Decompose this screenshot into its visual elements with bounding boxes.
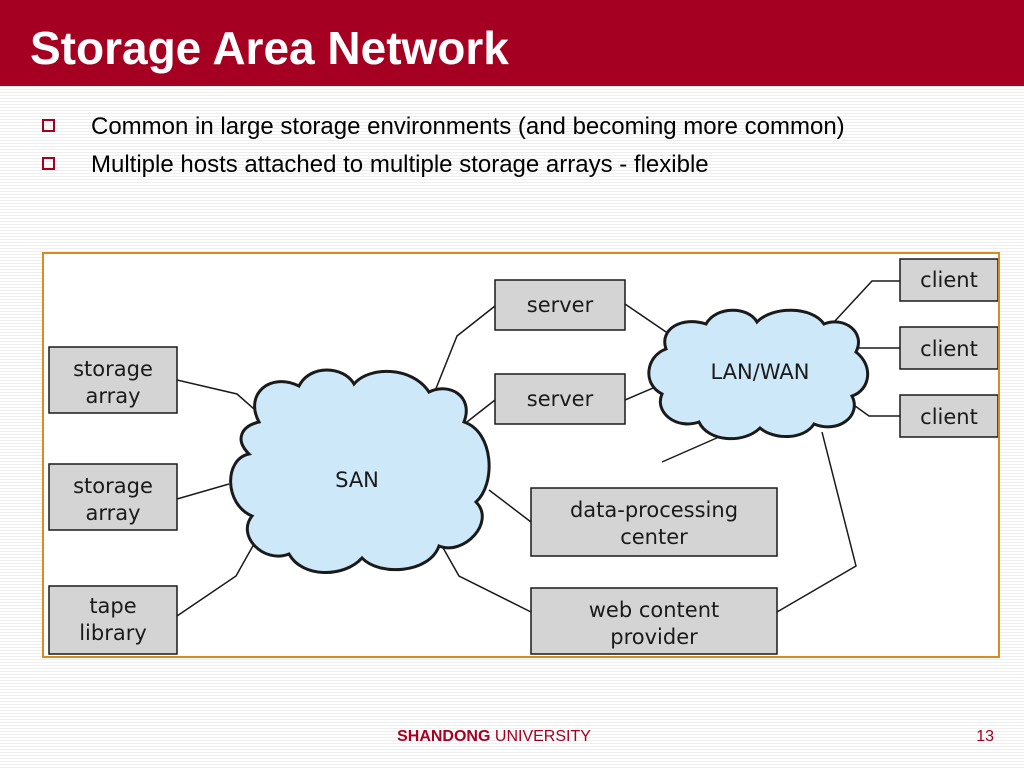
square-bullet-icon xyxy=(42,119,55,132)
link-lan-client-1 xyxy=(833,280,900,323)
client-node: client xyxy=(899,326,998,370)
server-box xyxy=(494,279,626,331)
server-node: server xyxy=(494,373,626,425)
client-node: client xyxy=(899,258,998,302)
link-storage-2-san xyxy=(176,483,230,500)
node-label-line: client xyxy=(920,337,978,361)
node-label-line: server xyxy=(527,387,594,411)
bullet-text: Multiple hosts attached to multiple stor… xyxy=(91,151,709,178)
web-content-provider-box xyxy=(530,587,778,655)
node-label-line: library xyxy=(79,621,147,645)
client-box xyxy=(899,326,998,370)
lan-wan-label: LAN/WAN xyxy=(710,360,809,384)
node-label-line: array xyxy=(85,384,140,408)
network-diagram-canvas: SAN LAN/WAN storage array storage array … xyxy=(48,258,998,655)
link-tape-san xyxy=(176,543,255,617)
link-web-provider-lan xyxy=(776,431,857,613)
data-processing-center-box xyxy=(530,487,778,557)
node-label-line: client xyxy=(920,268,978,292)
node-label-line: storage xyxy=(73,357,153,381)
client-box xyxy=(899,258,998,302)
storage-array-node: storage array xyxy=(48,346,178,414)
san-diagram: SAN LAN/WAN storage array storage array … xyxy=(42,252,1000,658)
link-san-server-1 xyxy=(428,305,496,407)
node-label-line: center xyxy=(620,525,688,549)
node-label-line: client xyxy=(920,405,978,429)
node-label-line: server xyxy=(527,293,594,317)
link-storage-1-san xyxy=(176,379,263,417)
server-node: server xyxy=(494,279,626,331)
slide-title: Storage Area Network xyxy=(30,22,509,74)
storage-array-box xyxy=(48,463,178,531)
node-label-line: tape xyxy=(89,594,136,618)
link-san-data-center xyxy=(488,489,532,523)
data-processing-center-node: data-processing center xyxy=(530,487,778,557)
footer-brand-rest: UNIVERSITY xyxy=(494,728,591,745)
tape-library-node: tape library xyxy=(48,585,178,655)
footer-brand: SHANDONG UNIVERSITY xyxy=(0,726,988,748)
link-server-1-lan xyxy=(624,303,670,335)
page-number: 13 xyxy=(976,728,994,745)
node-label-line: web content xyxy=(589,598,720,622)
client-node: client xyxy=(899,394,998,438)
square-bullet-icon xyxy=(42,157,55,170)
lan-wan-cloud xyxy=(647,308,870,441)
client-box xyxy=(899,394,998,438)
bullet-item: Common in large storage environments (an… xyxy=(42,112,845,150)
san-cloud xyxy=(229,368,491,574)
web-content-provider-node: web content provider xyxy=(530,587,778,655)
san-label: SAN xyxy=(335,468,379,492)
tape-library-box xyxy=(48,585,178,655)
node-label-line: provider xyxy=(610,625,698,649)
bullet-list: Common in large storage environments (an… xyxy=(42,112,845,188)
footer-brand-bold: SHANDONG xyxy=(397,728,491,745)
bullet-item: Multiple hosts attached to multiple stor… xyxy=(42,150,845,188)
storage-array-box xyxy=(48,346,178,414)
node-label-line: storage xyxy=(73,474,153,498)
bullet-text: Common in large storage environments (an… xyxy=(91,113,845,140)
storage-array-node: storage array xyxy=(48,463,178,531)
connection-lines xyxy=(176,280,900,617)
link-san-web-provider xyxy=(441,545,532,613)
title-bar: Storage Area Network xyxy=(0,0,1024,86)
node-label-line: array xyxy=(85,501,140,525)
server-box xyxy=(494,373,626,425)
node-label-line: data-processing xyxy=(570,498,738,522)
